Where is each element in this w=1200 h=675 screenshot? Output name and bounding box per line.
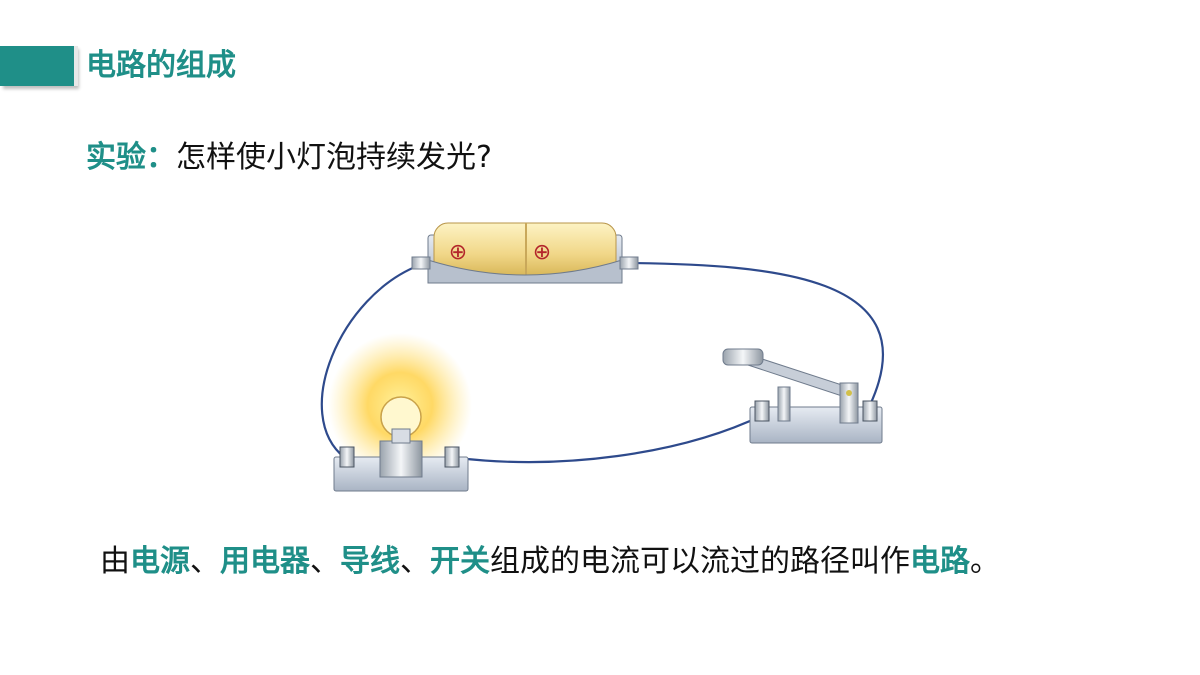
definition-text: 组成的电流可以流过的路径叫作 xyxy=(490,544,910,579)
question-text: 怎样使小灯泡持续发光? xyxy=(176,140,492,175)
wire-battery-to-switch xyxy=(629,261,884,406)
circuit-illustration: ⊕ ⊕ xyxy=(320,222,884,492)
definition-text: 由 xyxy=(100,544,130,579)
page-title: 电路的组成 xyxy=(86,48,236,83)
keyword-wire: 导线 xyxy=(340,544,400,579)
keyword-electrical-appliance: 用电器 xyxy=(220,544,310,579)
battery-holder: ⊕ ⊕ xyxy=(411,222,639,284)
experiment-question: 实验：怎样使小灯泡持续发光? xyxy=(86,136,492,180)
battery-plus-icon: ⊕ xyxy=(449,240,467,265)
wire-battery-to-bulb xyxy=(320,263,421,459)
separator: 、 xyxy=(190,544,220,579)
knife-switch xyxy=(722,348,883,444)
keyword-switch: 开关 xyxy=(430,544,490,579)
title-accent-edge xyxy=(74,46,78,86)
separator: 、 xyxy=(310,544,340,579)
keyword-power-source: 电源 xyxy=(130,544,190,579)
definition-text: 。 xyxy=(970,544,1000,579)
title-accent-bar xyxy=(0,46,76,86)
battery-plus-icon-2: ⊕ xyxy=(533,240,551,265)
wire-bulb-to-switch xyxy=(457,414,764,464)
lamp-holder xyxy=(328,333,472,492)
keyword-circuit: 电路 xyxy=(910,544,970,579)
separator: 、 xyxy=(400,544,430,579)
circuit-definition: 由电源、用电器、导线、开关组成的电流可以流过的路径叫作电路。 xyxy=(100,540,1000,584)
question-label: 实验： xyxy=(86,140,176,175)
